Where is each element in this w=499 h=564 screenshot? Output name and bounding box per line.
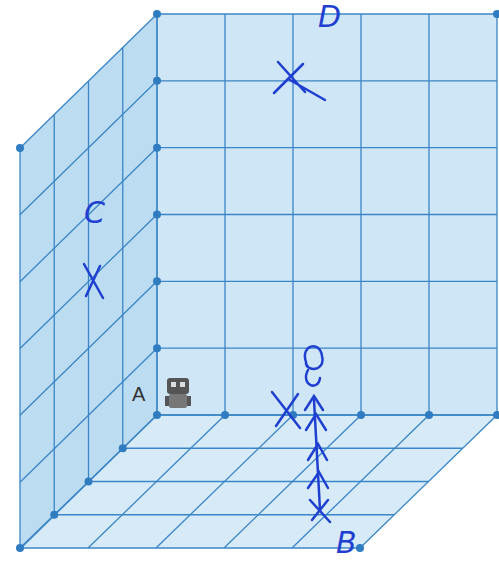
arrow-heads (305, 396, 328, 488)
grid-dot (357, 411, 365, 419)
grid-dot (50, 511, 58, 519)
grid-line (89, 481, 429, 482)
grid-line (157, 414, 497, 415)
back-wall (157, 14, 497, 415)
grid-dot (16, 144, 24, 152)
handwritten-label: B (336, 528, 357, 558)
grid-line (123, 448, 463, 449)
grid-line (54, 514, 394, 515)
grid-line (20, 14, 157, 148)
x-mark (84, 264, 103, 298)
grid-line (20, 348, 157, 482)
point-label: A (132, 384, 145, 404)
handwritten-label: C (84, 198, 105, 228)
grid-dot (153, 144, 161, 152)
grid-line (157, 147, 497, 148)
handwritten-label: D (318, 2, 341, 32)
robot-icon (165, 378, 191, 408)
grid-line (20, 547, 360, 548)
grid-line (157, 414, 497, 415)
grid-dot (153, 77, 161, 85)
hand-marks (84, 62, 330, 522)
grid-lines (20, 14, 497, 549)
grid-line (20, 81, 157, 215)
grid-dot (153, 10, 161, 18)
grid-dot (85, 478, 93, 486)
grid-dot (119, 444, 127, 452)
grid-dot (153, 211, 161, 219)
grid-dot (153, 277, 161, 285)
grid-line (157, 348, 497, 349)
grid-line (20, 215, 157, 349)
grid-line (20, 148, 157, 282)
grid-line (157, 281, 497, 282)
grid-dots (16, 10, 499, 552)
x-mark (274, 62, 325, 100)
grid-dot (425, 411, 433, 419)
grid-dot (16, 544, 24, 552)
grid-dot (493, 411, 499, 419)
grid-dot (356, 544, 364, 552)
grid-line (157, 80, 497, 81)
floor (20, 415, 497, 548)
x-mark (272, 392, 300, 428)
grid-line (20, 281, 157, 415)
grid-dot (153, 344, 161, 352)
grid-dot (153, 411, 161, 419)
grid-line (157, 214, 497, 215)
scribble (305, 346, 323, 385)
grid-dot (493, 10, 499, 18)
grid-dot (221, 411, 229, 419)
